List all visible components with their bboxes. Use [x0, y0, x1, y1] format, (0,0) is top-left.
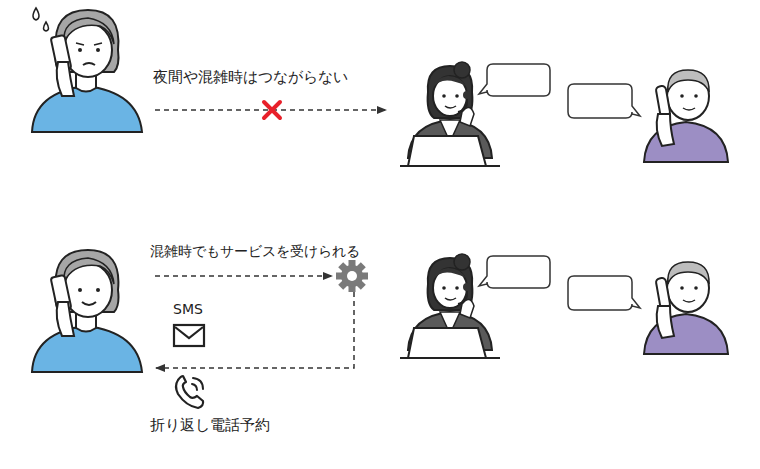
speech-bubble: [479, 256, 550, 288]
warning-label: 夜間や混雑時はつながらない: [153, 68, 348, 86]
speech-bubble: [568, 276, 640, 310]
dashed-arrow: [156, 292, 354, 368]
speech-bubble: [479, 64, 550, 96]
phone-icon: [176, 376, 203, 408]
operator: [400, 62, 500, 166]
envelope-icon: [174, 325, 204, 346]
customer-man: [644, 70, 728, 162]
arrow-label: 混雑時でもサービスを受けられる: [150, 243, 360, 260]
customer-man: [644, 262, 728, 354]
cross-mark: [264, 102, 280, 118]
gear-icon: [336, 260, 368, 292]
icon-label: 折り返し電話予約: [150, 416, 270, 434]
speech-bubble: [568, 84, 640, 118]
caller-woman: [32, 8, 142, 132]
operator: [400, 254, 500, 358]
dashed-arrow: [155, 275, 332, 277]
caller-woman: [32, 250, 142, 372]
sms-label: SMS: [173, 301, 203, 318]
